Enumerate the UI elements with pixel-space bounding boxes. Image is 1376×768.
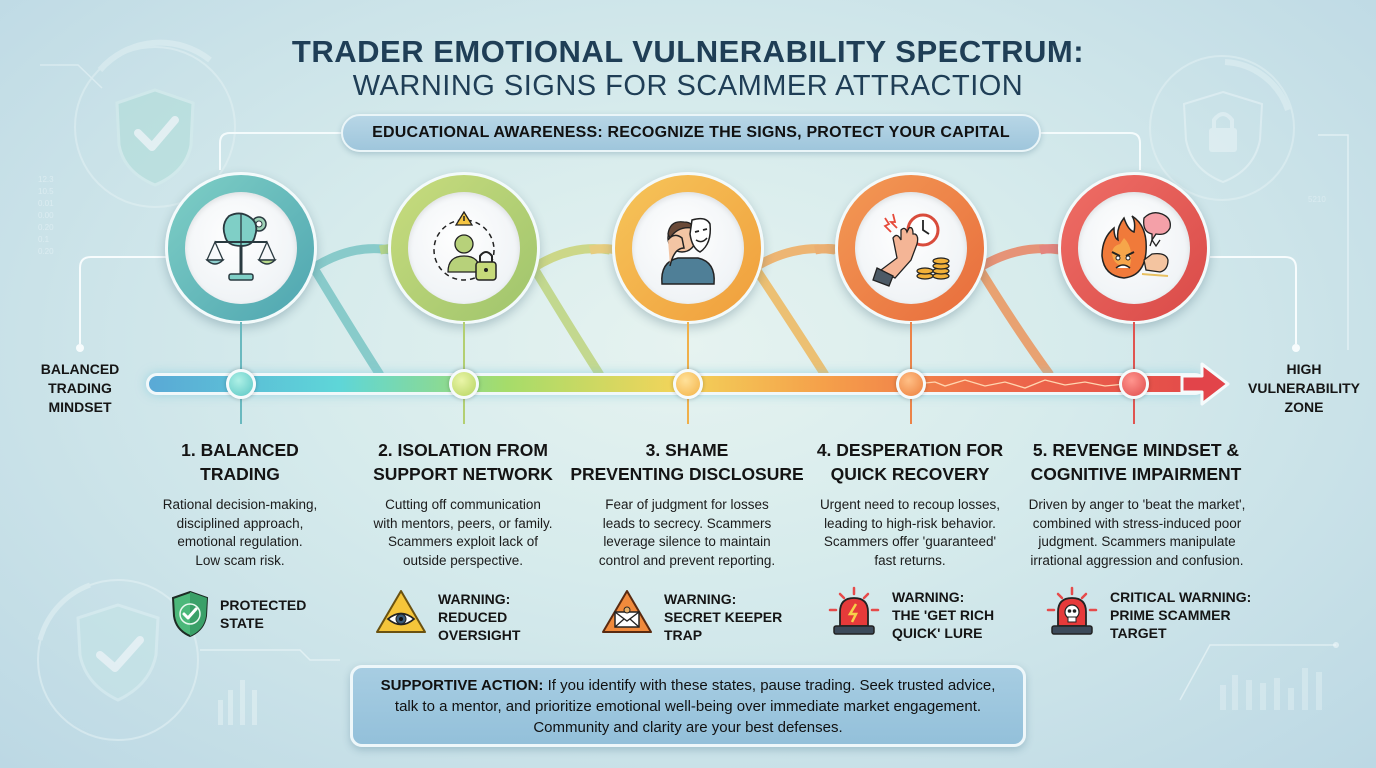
stage-1-circle (165, 172, 317, 324)
spectrum-node-1 (226, 369, 256, 399)
orange-warning-envelope-icon (602, 590, 652, 633)
arrow-right-icon (1180, 362, 1230, 406)
spectrum-end-label: HIGH VULNERABILITY ZONE (1248, 361, 1360, 415)
stage-3-title: 3. SHAME PREVENTING DISCLOSURE (570, 440, 804, 484)
stage-5-description: Driven by anger to 'beat the market', co… (1028, 497, 1246, 568)
spectrum-node-4 (896, 369, 926, 399)
svg-text:12.3: 12.3 (38, 175, 54, 184)
stage-4-description: Urgent need to recoup losses, leading to… (819, 497, 1001, 568)
spectrum-start-label: BALANCED TRADING MINDSET (40, 361, 120, 415)
spectrum-node-2 (449, 369, 479, 399)
supportive-action-box: SUPPORTIVE ACTION: If you identify with … (350, 665, 1026, 747)
stage-1-title: 1. BALANCED TRADING (181, 440, 299, 484)
stage-2-lower-stem (463, 398, 465, 424)
stage-3-badge: WARNING: SECRET KEEPER TRAP (600, 588, 782, 644)
stage-4-badge: WARNING: THE 'GET RICH QUICK' LURE (826, 586, 994, 642)
stage-1-badge: PROTECTED STATE (170, 590, 306, 638)
stage-5-badge: CRITICAL WARNING: PRIME SCAMMER TARGET (1044, 586, 1251, 642)
svg-text:0.20: 0.20 (38, 247, 54, 256)
stage-1-stem (240, 322, 242, 372)
stage-1-description: Rational decision-making, disciplined ap… (162, 497, 318, 568)
stage-2-title: 2. ISOLATION FROM SUPPORT NETWORK (373, 440, 553, 484)
stage-4-circle (835, 172, 987, 324)
stage-3-lower-stem (687, 398, 689, 424)
stage-2-badge-text: WARNING: REDUCED OVERSIGHT (438, 591, 521, 643)
hand-clock-coins-icon (872, 213, 950, 287)
stage-5-title: 5. REVENGE MINDSET & COGNITIVE IMPAIRMEN… (1030, 440, 1242, 484)
stage-2-stem (463, 322, 465, 372)
stage-4-title: 4. DESPERATION FOR QUICK RECOVERY (816, 440, 1004, 484)
red-siren-lightning-icon (828, 586, 880, 635)
svg-text:0.20: 0.20 (38, 223, 54, 232)
supportive-action-text: If you identify with these states, pause… (394, 677, 996, 736)
lightning-crackle-decoration (915, 379, 1135, 389)
svg-text:5210: 5210 (1308, 195, 1326, 204)
page-title: TRADER EMOTIONAL VULNERABILITY SPECTRUM: (291, 34, 1085, 69)
green-shield-check-icon (171, 590, 209, 638)
person-hiding-mask-icon (661, 217, 715, 285)
spectrum-node-5 (1119, 369, 1149, 399)
svg-text:0.00: 0.00 (38, 211, 54, 220)
stage-2-circle (388, 172, 540, 324)
svg-text:10.5: 10.5 (38, 187, 54, 196)
svg-text:0.1: 0.1 (38, 235, 50, 244)
stage-4-lower-stem (910, 398, 912, 424)
stage-5-badge-text: CRITICAL WARNING: PRIME SCAMMER TARGET (1110, 589, 1252, 641)
awareness-banner: EDUCATIONAL AWARENESS: RECOGNIZE THE SIG… (341, 114, 1041, 152)
yellow-warning-eye-icon (376, 590, 426, 633)
stage-1-badge-text: PROTECTED STATE (220, 597, 307, 631)
angry-fire-brain-fist-icon (1101, 212, 1171, 279)
red-siren-skull-icon (1046, 586, 1098, 635)
isolated-person-lock-icon (433, 210, 497, 281)
stage-4-badge-text: WARNING: THE 'GET RICH QUICK' LURE (892, 589, 995, 641)
stage-3-badge-text: WARNING: SECRET KEEPER TRAP (664, 591, 783, 643)
svg-text:0.01: 0.01 (38, 199, 54, 208)
supportive-action-label: SUPPORTIVE ACTION: (380, 677, 544, 694)
stage-2-description: Cutting off communication with mentors, … (373, 497, 553, 568)
stage-4-stem (910, 322, 912, 372)
stage-5-circle (1058, 172, 1210, 324)
stage-3-circle (612, 172, 764, 324)
stage-1-lower-stem (240, 398, 242, 424)
stage-3-stem (687, 322, 689, 372)
page-subtitle: WARNING SIGNS FOR SCAMMER ATTRACTION (352, 70, 1024, 102)
stage-2-badge: WARNING: REDUCED OVERSIGHT (374, 588, 520, 644)
stage-5-lower-stem (1133, 398, 1135, 424)
brain-scales-gear-icon (205, 212, 277, 281)
stage-5-stem (1133, 322, 1135, 372)
stage-3-description: Fear of judgment for losses leads to sec… (598, 497, 776, 568)
spectrum-node-3 (673, 369, 703, 399)
